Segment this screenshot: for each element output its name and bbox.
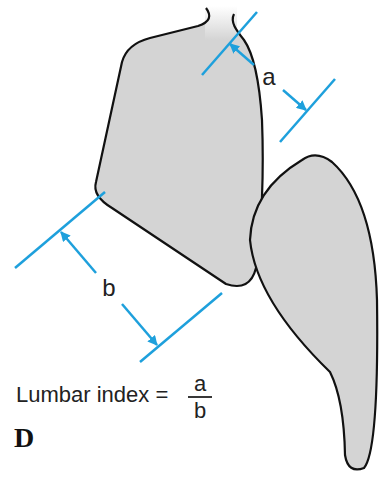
fraction-numerator: a [194, 373, 206, 395]
dimension-arrow [230, 44, 254, 65]
dimension-arrow [122, 304, 157, 345]
fraction-bar [188, 396, 212, 398]
panel-letter: D [14, 424, 34, 452]
extension-line [202, 12, 257, 75]
extension-line [15, 192, 105, 268]
dimension-label: a [260, 65, 277, 89]
vertebral-body-outline [95, 8, 262, 286]
extension-line [280, 79, 335, 142]
fraction-denominator: b [194, 400, 206, 422]
extension-line [140, 293, 222, 362]
formula-text: Lumbar index = [16, 384, 168, 406]
posterior-element [250, 155, 377, 469]
vertebral-body-fill [95, 8, 262, 286]
dimension-label: b [100, 276, 117, 300]
dimension-arrow [61, 232, 96, 273]
dimension-arrow [283, 90, 306, 110]
